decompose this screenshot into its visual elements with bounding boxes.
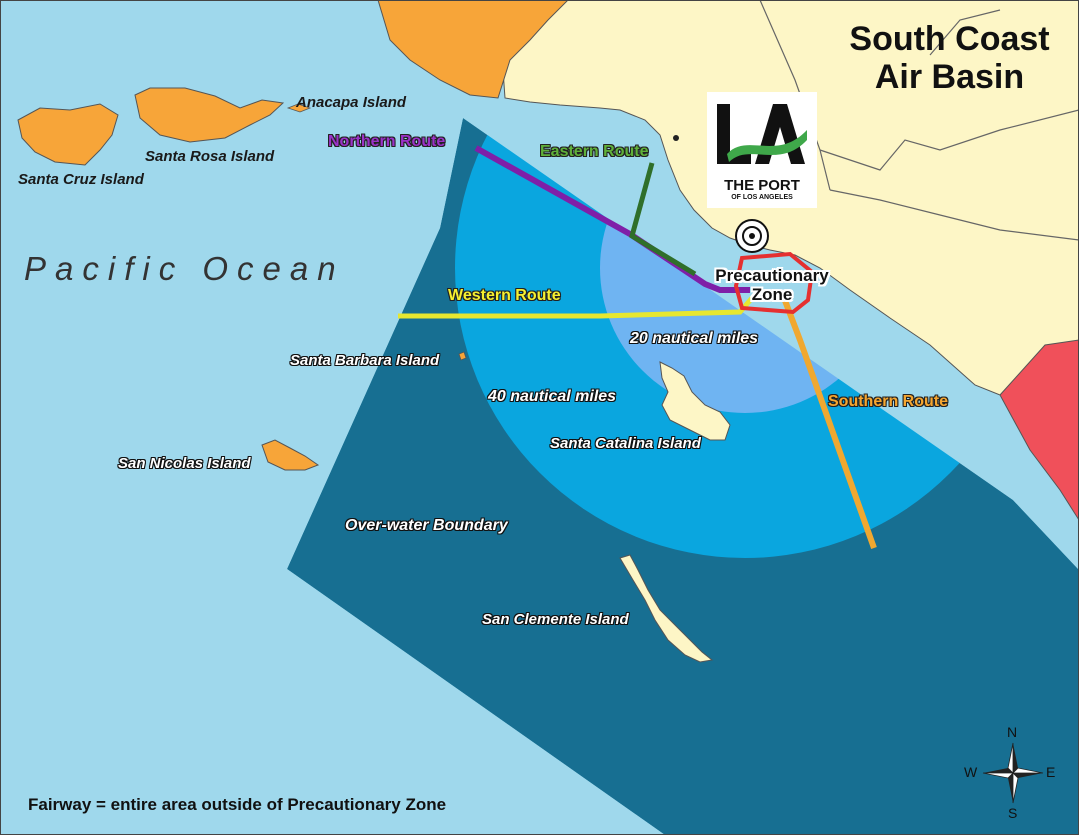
- santa-cruz-island: [17, 103, 119, 166]
- map-title-line2: Air Basin: [874, 58, 1025, 96]
- eastern-route-line: [629, 162, 697, 277]
- compass-s: S: [1008, 805, 1018, 821]
- port-logo-sub: OF LOS ANGELES: [731, 194, 793, 201]
- santa-catalina-island: [659, 361, 731, 441]
- island-label-anacapa: Anacapa Island: [296, 94, 407, 111]
- compass-w: W: [964, 764, 978, 780]
- precautionary-zone-outline: [733, 251, 815, 315]
- northern-route-line: [474, 145, 750, 293]
- route-label-western: Western Route: [448, 287, 561, 304]
- santa-barbara-island-shape: [458, 351, 467, 361]
- precautionary-zone-line1: Precautionary: [715, 266, 829, 285]
- santa-rosa-island: [134, 87, 285, 143]
- coast-rock: [673, 135, 679, 141]
- map-title-line1: South Coast: [849, 20, 1050, 58]
- route-label-northern: Northern Route: [328, 133, 446, 150]
- precautionary-zone-line2: Zone: [751, 285, 793, 304]
- port-logo-name: THE PORT: [724, 177, 800, 194]
- port-logo-mark: [717, 104, 807, 164]
- map-title: South Coast Air Basin: [842, 20, 1057, 96]
- ring-20nm-label: 20 nautical miles: [630, 330, 759, 347]
- ocean-label: Pacific Ocean: [24, 250, 345, 287]
- route-label-eastern: Eastern Route: [540, 143, 649, 160]
- island-label-santa-barbara: Santa Barbara Island: [290, 352, 440, 369]
- island-label-santa-rosa: Santa Rosa Island: [145, 148, 275, 165]
- island-label-santa-cruz: Santa Cruz Island: [18, 171, 144, 188]
- fairway-footnote: Fairway = entire area outside of Precaut…: [28, 795, 447, 814]
- port-target-inner: [742, 226, 762, 246]
- red-county-land: [999, 339, 1079, 521]
- route-label-southern: Southern Route: [828, 393, 948, 410]
- port-target-dot: [749, 233, 755, 239]
- island-label-san-nicolas: San Nicolas Island: [118, 455, 251, 472]
- island-label-santa-catalina: Santa Catalina Island: [550, 435, 701, 452]
- anacapa-island: [286, 103, 312, 113]
- compass-rose: [982, 742, 1044, 804]
- compass-e: E: [1046, 764, 1056, 780]
- san-nicolas-island: [261, 439, 320, 471]
- ring-40nm-label: 40 nautical miles: [488, 388, 617, 405]
- western-route-line: [398, 296, 754, 319]
- precautionary-zone-label: Precautionary Zone: [702, 266, 842, 304]
- san-clemente-island: [619, 554, 714, 663]
- compass-n: N: [1007, 724, 1018, 740]
- port-logo: THE PORT OF LOS ANGELES: [707, 92, 817, 208]
- over-water-boundary-label: Over-water Boundary: [345, 517, 508, 534]
- island-label-san-clemente: San Clemente Island: [482, 611, 629, 628]
- ventura-land: [377, 0, 569, 99]
